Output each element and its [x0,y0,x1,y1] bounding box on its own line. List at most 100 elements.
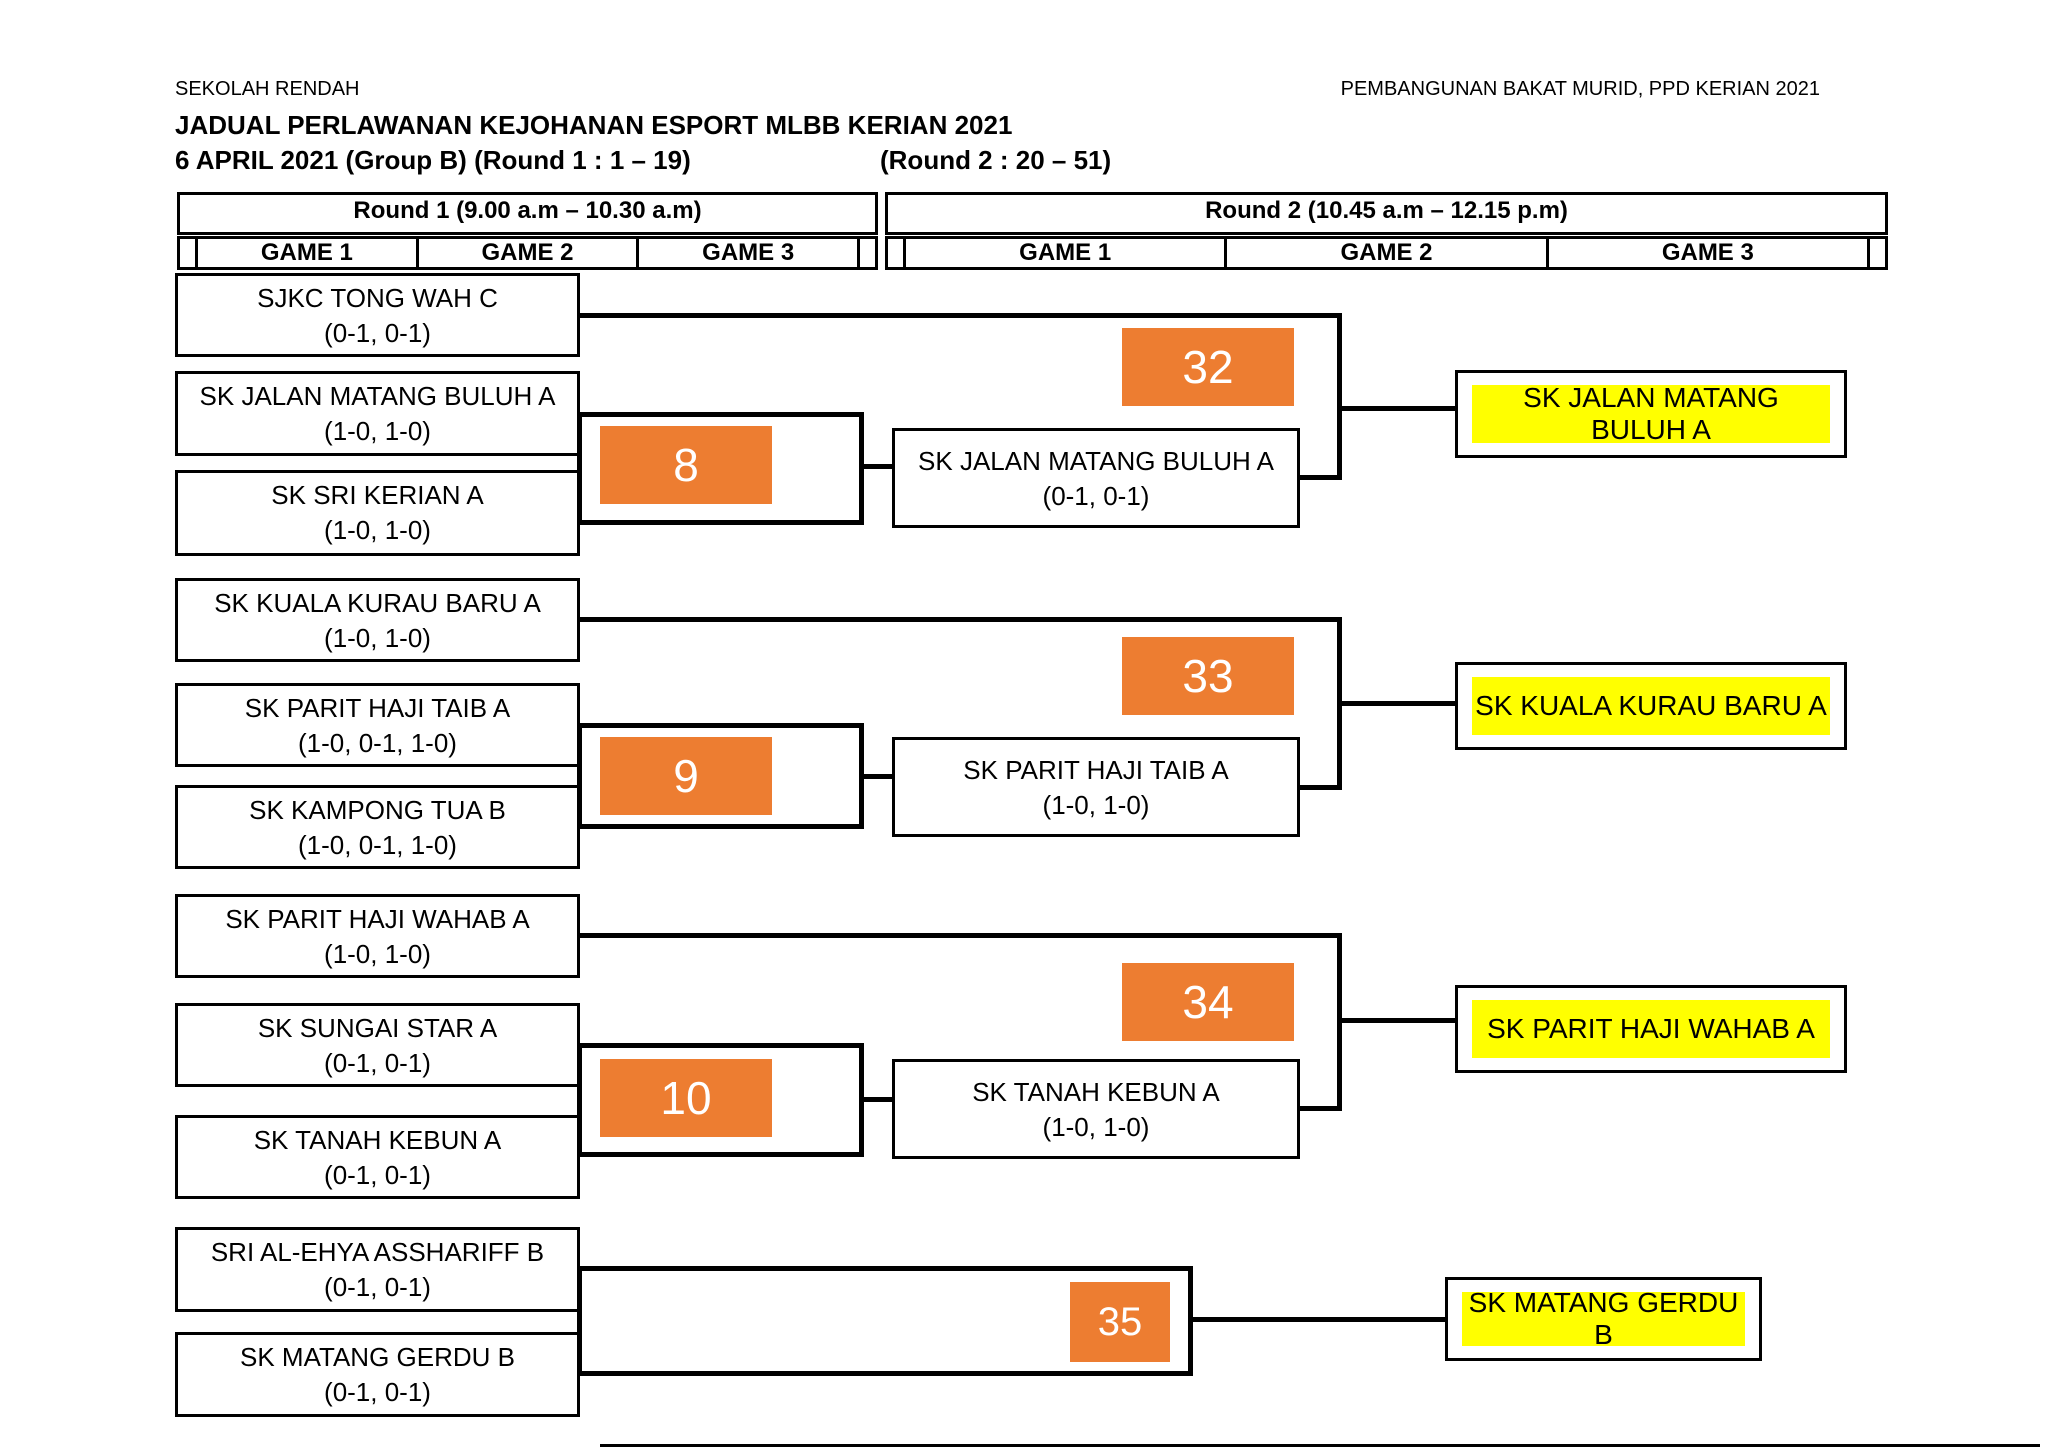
team-name: SK SRI KERIAN A [271,480,484,510]
match-number: 34 [1182,976,1234,1028]
bracket-line [1337,313,1342,480]
bracket-line [1300,785,1337,790]
team-score: (1-0, 1-0) [324,939,431,969]
winner-score: (0-1, 0-1) [1042,481,1150,511]
team-name: SK JALAN MATANG BULUH A [199,381,556,411]
winner-score: (1-0, 1-0) [1042,1112,1150,1142]
round1-game3-header: GAME 3 [636,236,861,270]
champion-box: SK JALAN MATANG BULUH A [1455,370,1847,458]
round1-winner-box: SK JALAN MATANG BULUH A (0-1, 0-1) [892,428,1300,528]
bracket-line [1337,617,1342,790]
schedule-table-round2: Round 2 (10.45 a.m – 12.15 p.m) GAME 1 G… [885,192,1888,270]
spacer-cell [1866,236,1888,270]
team-box: SK KAMPONG TUA B (1-0, 0-1, 1-0) [175,785,580,869]
bracket-line [1342,1018,1455,1023]
page-break-line [600,1444,2040,1447]
team-name: SK KAMPONG TUA B [249,795,506,825]
team-box: SK SUNGAI STAR A (0-1, 0-1) [175,1003,580,1087]
champion-name: SK KUALA KURAU BARU A [1472,677,1830,735]
round1-winner-box: SK PARIT HAJI TAIB A (1-0, 1-0) [892,737,1300,837]
match-number-box: 34 [1122,963,1294,1041]
bracket-line [580,933,1342,938]
team-score: (0-1, 0-1) [324,318,431,348]
champion-name: SK PARIT HAJI WAHAB A [1472,1000,1830,1058]
page-subtitle-round2: (Round 2 : 20 – 51) [880,145,1112,175]
team-box: SK TANAH KEBUN A (0-1, 0-1) [175,1115,580,1199]
team-name: SK PARIT HAJI TAIB A [244,693,511,723]
round1-header: Round 1 (9.00 a.m – 10.30 a.m) [177,192,878,235]
bracket-line [1300,475,1337,480]
team-box: SK JALAN MATANG BULUH A (1-0, 1-0) [175,371,580,456]
team-score: (1-0, 1-0) [324,515,431,545]
schedule-table-round1: Round 1 (9.00 a.m – 10.30 a.m) GAME 1 GA… [177,192,879,270]
winner-name: SK JALAN MATANG BULUH A [918,446,1274,476]
match-number: 33 [1182,650,1234,702]
bracket-line [1342,406,1455,411]
team-box: SK PARIT HAJI TAIB A (1-0, 0-1, 1-0) [175,683,580,767]
team-name: SRI AL-EHYA ASSHARIFF B [210,1237,545,1267]
winner-score: (1-0, 1-0) [1042,790,1150,820]
bracket-line [861,1097,892,1102]
team-score: (0-1, 0-1) [324,1160,431,1190]
team-score: (1-0, 1-0) [324,416,431,446]
team-score: (1-0, 0-1, 1-0) [298,830,457,860]
team-box: SRI AL-EHYA ASSHARIFF B (0-1, 0-1) [175,1227,580,1312]
round2-game1-header: GAME 1 [903,236,1228,270]
match-number: 32 [1182,341,1234,393]
team-box: SK SRI KERIAN A (1-0, 1-0) [175,470,580,556]
team-name: SK TANAH KEBUN A [253,1125,502,1155]
champion-box: SK MATANG GERDU B [1445,1277,1762,1361]
round1-game1-header: GAME 1 [195,236,419,270]
team-box: SJKC TONG WAH C (0-1, 0-1) [175,273,580,357]
team-box: SK KUALA KURAU BARU A (1-0, 1-0) [175,578,580,662]
match-number-box: 10 [600,1059,772,1137]
champion-name: SK MATANG GERDU B [1462,1287,1745,1350]
team-name: SJKC TONG WAH C [257,283,498,313]
match-number-box: 8 [600,426,772,504]
team-name: SK PARIT HAJI WAHAB A [225,904,530,934]
winner-name: SK PARIT HAJI TAIB A [963,755,1229,785]
round2-game3-header: GAME 3 [1545,236,1870,270]
round2-game2-header: GAME 2 [1224,236,1549,270]
team-box: SK MATANG GERDU B (0-1, 0-1) [175,1332,580,1417]
org-name-right: PEMBANGUNAN BAKAT MURID, PPD KERIAN 2021 [1340,78,1820,100]
page-title: JADUAL PERLAWANAN KEJOHANAN ESPORT MLBB … [175,110,1013,140]
bracket-line [1193,1317,1445,1322]
page-subtitle-round1: 6 APRIL 2021 (Group B) (Round 1 : 1 – 19… [175,145,691,175]
match-number: 9 [673,750,699,802]
round1-winner-box: SK TANAH KEBUN A (1-0, 1-0) [892,1059,1300,1159]
bracket-line [1300,1106,1337,1111]
team-score: (1-0, 1-0) [324,623,431,653]
org-name-left: SEKOLAH RENDAH [175,78,360,100]
match-number: 8 [673,439,699,491]
winner-name: SK TANAH KEBUN A [972,1077,1220,1107]
champion-box: SK PARIT HAJI WAHAB A [1455,985,1847,1073]
match-number-box: 33 [1122,637,1294,715]
bracket-line [1337,933,1342,1111]
bracket-line [580,617,1342,622]
team-score: (0-1, 0-1) [324,1272,431,1302]
match-number-box: 32 [1122,328,1294,406]
round1-games-row: GAME 1 GAME 2 GAME 3 [177,236,879,270]
bracket-line [861,774,892,779]
round2-games-row: GAME 1 GAME 2 GAME 3 [885,236,1888,270]
match-number: 35 [1097,1299,1143,1344]
team-box: SK PARIT HAJI WAHAB A (1-0, 1-0) [175,894,580,978]
match-number: 10 [660,1072,712,1124]
team-score: (0-1, 0-1) [324,1048,431,1078]
round1-game2-header: GAME 2 [415,236,640,270]
bracket-line [1342,701,1455,706]
team-score: (0-1, 0-1) [324,1377,431,1407]
team-score: (1-0, 0-1, 1-0) [298,728,457,758]
team-name: SK KUALA KURAU BARU A [214,588,541,618]
champion-box: SK KUALA KURAU BARU A [1455,662,1847,750]
team-name: SK MATANG GERDU B [240,1342,515,1372]
team-name: SK SUNGAI STAR A [257,1013,498,1043]
match-number-box: 9 [600,737,772,815]
bracket-line [861,464,892,469]
champion-name: SK JALAN MATANG BULUH A [1472,382,1830,445]
spacer-cell [857,236,879,270]
round2-header: Round 2 (10.45 a.m – 12.15 p.m) [885,192,1888,235]
bracket-rect-match35 [577,1266,1193,1376]
